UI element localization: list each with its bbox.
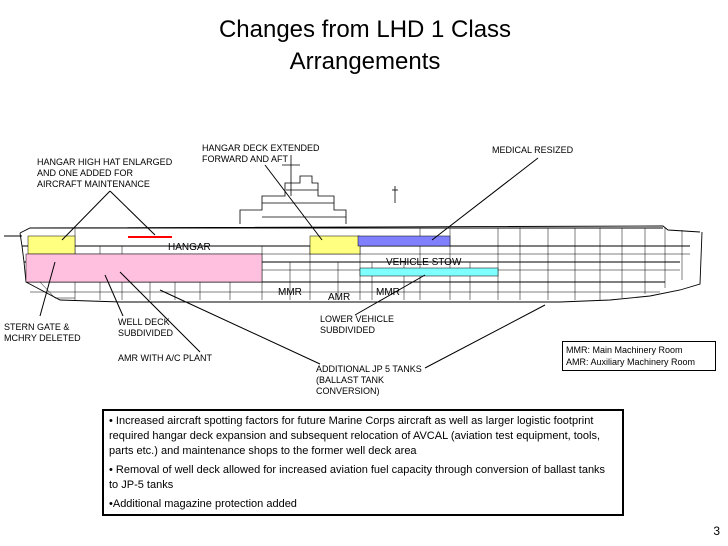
title-line-2: Arrangements bbox=[289, 48, 441, 75]
ship-label-amr: AMR bbox=[328, 292, 351, 303]
ship-label-hangar: HANGAR bbox=[168, 242, 211, 253]
zone-medical bbox=[357, 235, 451, 247]
ship-label-vehicle-stow: VEHICLE STOW bbox=[386, 257, 462, 268]
abbreviation-legend: MMR: Main Machinery Room AMR: Auxiliary … bbox=[562, 341, 716, 371]
change-zones bbox=[25, 235, 499, 283]
legend-mmr: MMR: Main Machinery Room bbox=[566, 345, 683, 355]
callout-amr-ac: AMR WITH A/C PLANT bbox=[118, 353, 213, 363]
notes-box: • Increased aircraft spotting factors fo… bbox=[102, 409, 624, 516]
callout-well-deck: WELL DECK SUBDIVIDED bbox=[118, 317, 174, 338]
zone-hangar-high-hat bbox=[27, 235, 76, 255]
note-2: • Removal of well deck allowed for incre… bbox=[109, 464, 606, 491]
callout-hangar-high-hat: HANGAR HIGH HAT ENLARGED AND ONE ADDED F… bbox=[37, 157, 173, 189]
zone-well-deck bbox=[25, 253, 263, 283]
ship-island bbox=[239, 155, 398, 224]
ship-label-mmr-1: MMR bbox=[278, 287, 302, 298]
zone-lower-vehicle bbox=[359, 267, 499, 277]
callout-medical: MEDICAL RESIZED bbox=[492, 145, 574, 155]
callout-lower-vehicle: LOWER VEHICLE SUBDIVIDED bbox=[320, 314, 395, 335]
title-line-1: Changes from LHD 1 Class bbox=[218, 16, 512, 43]
ship-label-mmr-2: MMR bbox=[376, 287, 400, 298]
callout-stern-gate: STERN GATE & MCHRY DELETED bbox=[4, 322, 81, 343]
note-3: •Additional magazine protection added bbox=[109, 498, 297, 510]
callout-leaders bbox=[39, 157, 546, 369]
page-number: 3 bbox=[713, 524, 720, 538]
callout-jp5-tanks: ADDITIONAL JP 5 TANKS (BALLAST TANK CONV… bbox=[316, 364, 422, 396]
zone-hangar-fwd bbox=[309, 235, 361, 255]
callout-hangar-deck: HANGAR DECK EXTENDED FORWARD AND AFT bbox=[202, 143, 320, 164]
slide-title: Changes from LHD 1 Class Arrangements bbox=[150, 14, 580, 78]
legend-amr: AMR: Auxiliary Machinery Room bbox=[566, 357, 696, 367]
note-1: • Increased aircraft spotting factors fo… bbox=[109, 415, 601, 457]
